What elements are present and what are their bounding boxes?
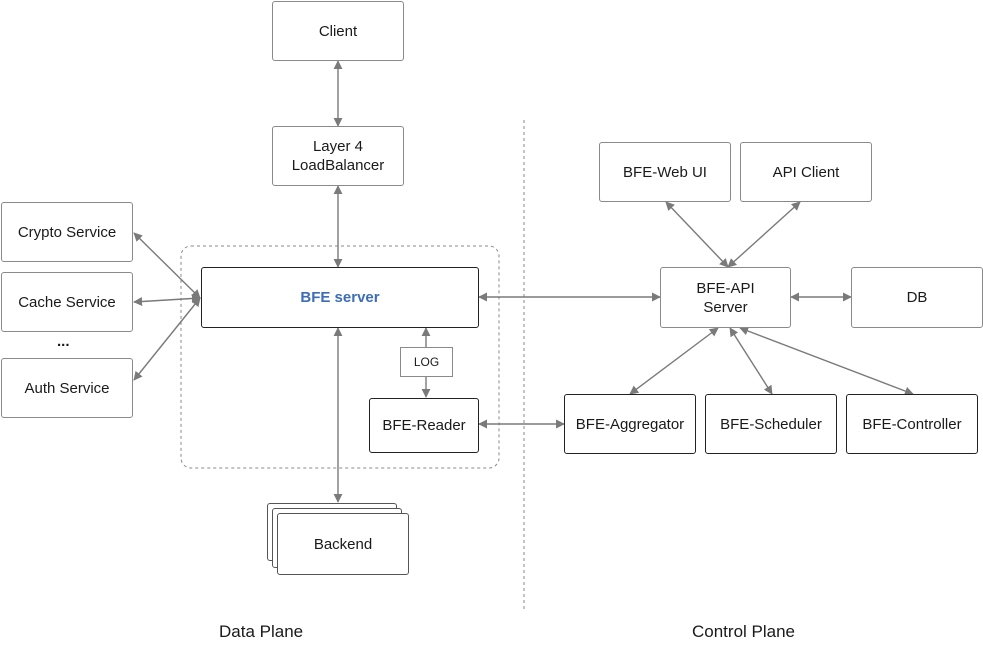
more-services-ellipsis: ... [57, 333, 70, 350]
crypto-service-label: Crypto Service [17, 223, 117, 241]
db-node: DB [851, 267, 983, 328]
api-client-node: API Client [740, 142, 872, 202]
log-node: LOG [400, 347, 453, 377]
control-plane-label: Control Plane [692, 622, 796, 641]
bfe-scheduler-label: BFE-Scheduler [720, 415, 822, 433]
data-plane-label: Data Plane [219, 622, 304, 641]
db-label: DB [906, 289, 928, 306]
bfe-controller-node: BFE-Controller [846, 394, 978, 454]
bfe-web-ui-label: BFE-Web UI [623, 163, 707, 181]
edge-apiclient-apiserver [727, 201, 801, 268]
edge-auth-bfe [133, 297, 201, 381]
layer4-label-line2: LoadBalancer [291, 157, 385, 174]
log-label: LOG [413, 354, 440, 369]
client-label: Client [318, 22, 358, 40]
client-node: Client [272, 1, 404, 61]
edge-crypto-bfe [133, 232, 201, 299]
edge-cache-bfe [133, 293, 201, 307]
bfe-server-label: BFE server [300, 289, 380, 306]
bfe-api-server-label-line2: Server [703, 298, 748, 316]
bfe-scheduler-node: BFE-Scheduler [705, 394, 837, 454]
bfe-controller-label: BFE-Controller [862, 415, 962, 433]
cache-service-label: Cache Service [18, 293, 116, 311]
bfe-web-ui-node: BFE-Web UI [599, 142, 731, 202]
bfe-server-node: BFE server [201, 267, 479, 328]
backend-label: Backend [313, 535, 373, 553]
edge-webui-apiserver [665, 201, 729, 268]
api-client-label: API Client [772, 163, 840, 181]
edge-apiserver-aggregator [629, 327, 719, 395]
bfe-api-server-node: BFE-API Server [660, 267, 791, 328]
edge-apiserver-controller [739, 326, 914, 396]
cache-service-node: Cache Service [1, 272, 133, 332]
crypto-service-node: Crypto Service [1, 202, 133, 262]
auth-service-node: Auth Service [1, 358, 133, 418]
bfe-aggregator-label: BFE-Aggregator [575, 415, 685, 433]
bfe-reader-node: BFE-Reader [369, 398, 479, 453]
bfe-api-server-label-line1: BFE-API [696, 279, 755, 297]
layer4-label-line1: Layer 4 [312, 138, 364, 155]
backend-node: Backend [277, 513, 409, 575]
auth-service-label: Auth Service [24, 379, 110, 397]
layer4-loadbalancer-node: Layer 4 LoadBalancer [272, 126, 404, 186]
bfe-reader-label: BFE-Reader [382, 417, 466, 434]
bfe-aggregator-node: BFE-Aggregator [564, 394, 696, 454]
